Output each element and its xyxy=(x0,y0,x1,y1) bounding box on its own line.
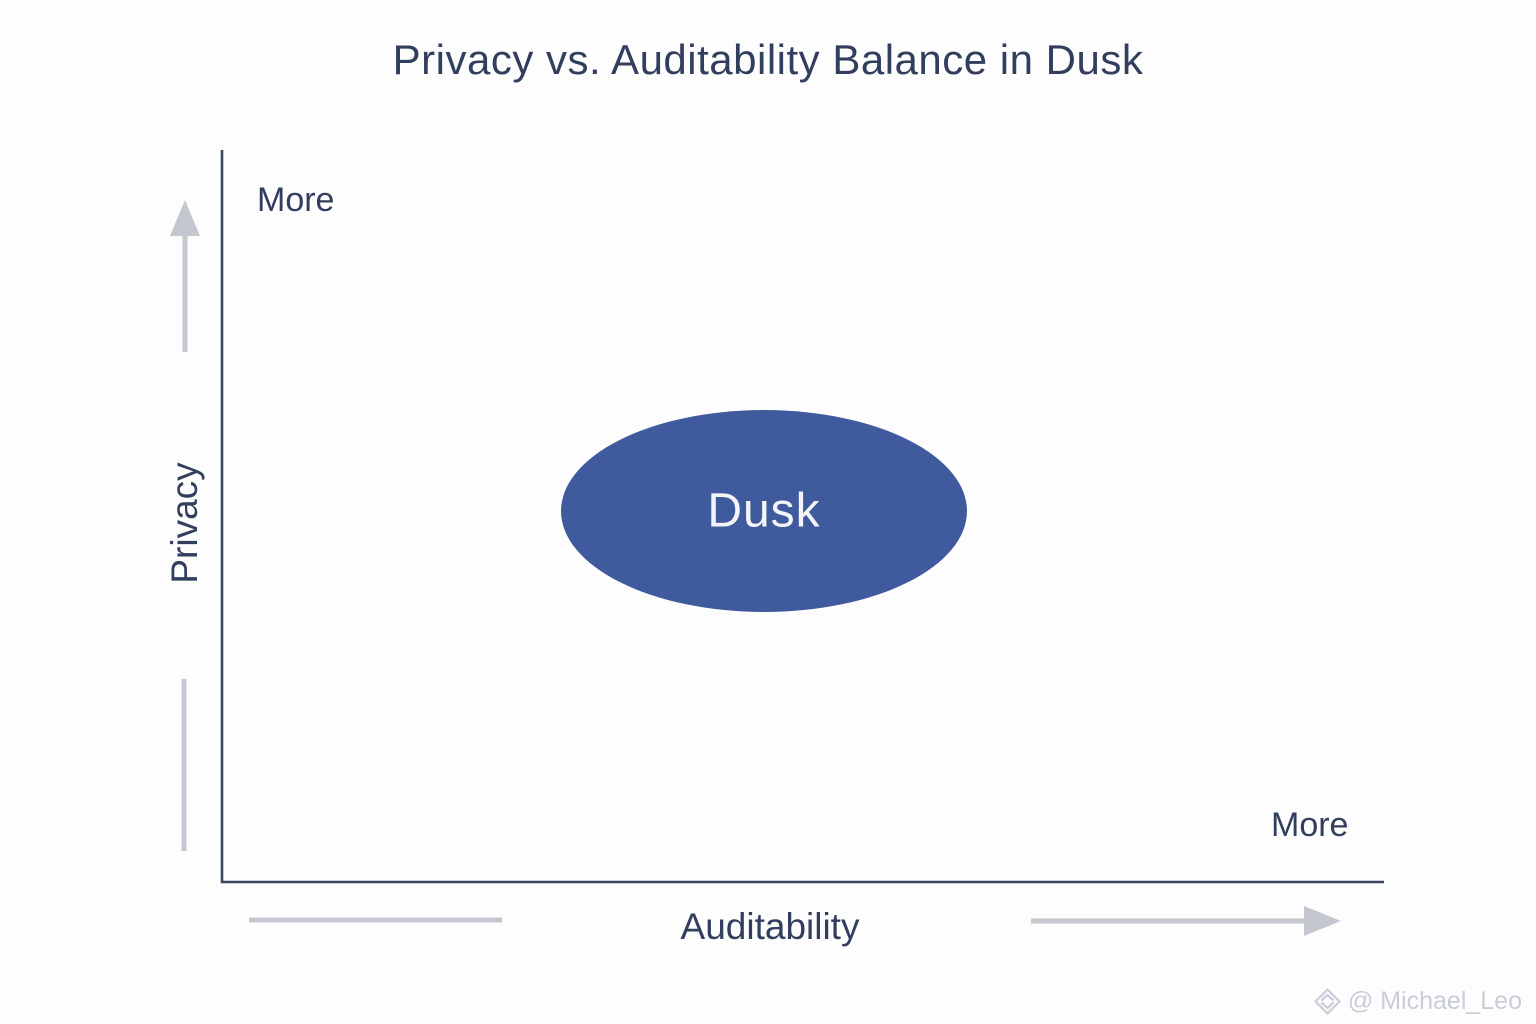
chart-title: Privacy vs. Auditability Balance in Dusk xyxy=(392,36,1144,83)
y-arrow-up-head-icon xyxy=(170,200,200,236)
dusk-bubble-label: Dusk xyxy=(707,484,821,538)
diamond-logo-icon xyxy=(1314,988,1341,1015)
y-axis-more-label: More xyxy=(257,181,335,219)
y-axis-title: Privacy xyxy=(164,462,205,584)
watermark-handle: @ Michael_Leo xyxy=(1347,987,1522,1015)
dusk-ellipse-marker xyxy=(561,410,967,612)
x-axis-title: Auditability xyxy=(680,906,860,947)
x-arrow-right-head-icon xyxy=(1304,906,1341,936)
x-axis-more-label: More xyxy=(1271,806,1349,844)
watermark: @ Michael_Leo xyxy=(1314,987,1522,1016)
